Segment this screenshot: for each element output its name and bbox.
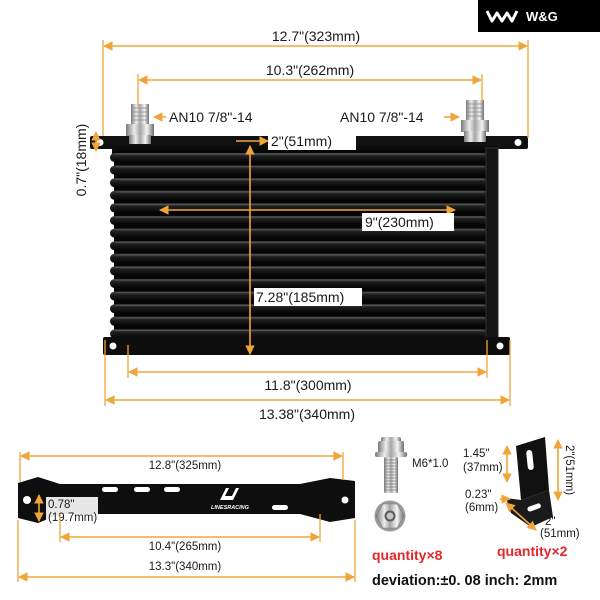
- cooler-fin: [110, 279, 488, 288]
- bolt-thread-lines: [384, 459, 398, 491]
- l-bracket-slot: [526, 450, 534, 470]
- bottom-width-label: 13.38"(340mm): [259, 406, 355, 422]
- logo-text: W&G: [526, 9, 558, 24]
- thread-lines: [466, 103, 484, 117]
- right-an10-fitting: [461, 100, 489, 142]
- top-left-mount-hole: [96, 139, 104, 146]
- bracket-dimensions: 12.8"(325mm) 0.78" (19.7mm) 10.4"(265mm)…: [17, 451, 356, 582]
- l-bracket-height-label: 2"(51mm): [563, 445, 575, 495]
- fitting-thread: [466, 100, 484, 122]
- bottom-right-mount-hole: [496, 342, 504, 350]
- overall-width-label: 12.7"(323mm): [272, 28, 360, 44]
- mounting-bracket: LINESRACING: [18, 477, 355, 523]
- cooler-dimensions: 12.7"(323mm) 10.3"(262mm) AN10 7/8"-14 A…: [73, 28, 529, 422]
- l-bracket: 1.45" (37mm) 2"(51mm) 0.23" (6mm) 2" (51…: [463, 437, 580, 559]
- cooler-fin: [110, 153, 488, 162]
- fitting-base: [464, 131, 486, 142]
- l-bracket-b-line: [505, 502, 537, 531]
- bottom-left-mount-hole: [109, 342, 117, 350]
- bolt-head: [378, 441, 404, 453]
- bracket-hole: [341, 496, 349, 504]
- bolt-flange: [375, 452, 407, 457]
- nut-thread: [386, 512, 394, 520]
- bracket-slot: [272, 505, 288, 510]
- l-bracket-thickness-in-label: 0.23": [465, 489, 491, 501]
- bolt-spec-label: M6*1.0: [412, 458, 448, 470]
- l-bracket-quantity-label: quantity×2: [497, 543, 568, 559]
- bracket-width-mm-label: (19.7mm): [48, 512, 97, 524]
- mount-spacing-label: 11.8"(300mm): [264, 377, 351, 393]
- slot-spacing-label: 10.4"(265mm): [149, 541, 222, 553]
- right-fitting-label: AN10 7/8"-14: [340, 109, 424, 125]
- fitting-spacing-label: 10.3"(262mm): [266, 62, 354, 78]
- flange-thickness-label: 0.7"(18mm): [73, 124, 89, 197]
- bracket-hole: [23, 496, 31, 504]
- depth-label: 2"(51mm): [271, 133, 332, 149]
- cooler-fin: [110, 266, 488, 276]
- l-bracket-a-mm-label: (37mm): [463, 462, 503, 474]
- l-bracket-thickness-mm-label: (6mm): [465, 502, 498, 514]
- cooler-fin: [110, 165, 488, 175]
- fitting-hex: [461, 120, 489, 132]
- right-end-tank: [485, 147, 499, 343]
- fitting-hex: [126, 124, 154, 136]
- top-right-mount-hole: [514, 139, 522, 146]
- label-background: [254, 288, 362, 306]
- core-height-label: 7.28"(185mm): [256, 289, 344, 305]
- thread-lines: [131, 107, 149, 121]
- bolt-quantity-label: quantity×8: [372, 547, 443, 563]
- label-background: [46, 497, 98, 524]
- deviation-note: deviation:±0. 08 inch: 2mm: [372, 573, 557, 589]
- left-an10-fitting: [126, 104, 154, 144]
- fitting-thread: [131, 104, 149, 126]
- l-bracket-b-mm-label: (51mm): [540, 528, 580, 540]
- bracket-logo-text: LINESRACING: [211, 505, 250, 511]
- wave-logo-icon: [485, 10, 519, 23]
- bottom-flange: [103, 337, 510, 355]
- fitting-base: [129, 135, 151, 144]
- bracket-length-label: 13.3"(340mm): [149, 561, 222, 573]
- core-width-label: 9"(230mm): [365, 214, 434, 230]
- l-bracket-a-in-label: 1.45": [463, 448, 489, 460]
- bracket-logo-mark: [220, 488, 239, 500]
- cooler-fin: [110, 178, 488, 188]
- cooler-fin: [110, 329, 488, 339]
- cooler-fins: [110, 153, 488, 339]
- cooler-fin: [110, 253, 488, 263]
- bracket-slot: [134, 487, 150, 492]
- label-background: [362, 213, 454, 231]
- bracket-slot: [102, 487, 118, 492]
- cooler-fin: [110, 190, 488, 200]
- left-fitting-label: AN10 7/8"-14: [169, 109, 253, 125]
- brand-logo: W&G: [478, 0, 600, 32]
- bracket-width-in-label: 0.78": [48, 499, 74, 511]
- bracket-slot: [164, 487, 180, 492]
- bolt-and-nut: M6*1.0 quantity×8: [372, 437, 448, 563]
- cooler-fin: [110, 316, 488, 326]
- cooler-fin: [110, 304, 488, 314]
- label-background: [268, 133, 356, 150]
- cooler-fin: [110, 241, 488, 251]
- l-bracket-b-in-label: 2": [545, 516, 555, 528]
- hole-spacing-label: 12.8"(325mm): [149, 460, 222, 472]
